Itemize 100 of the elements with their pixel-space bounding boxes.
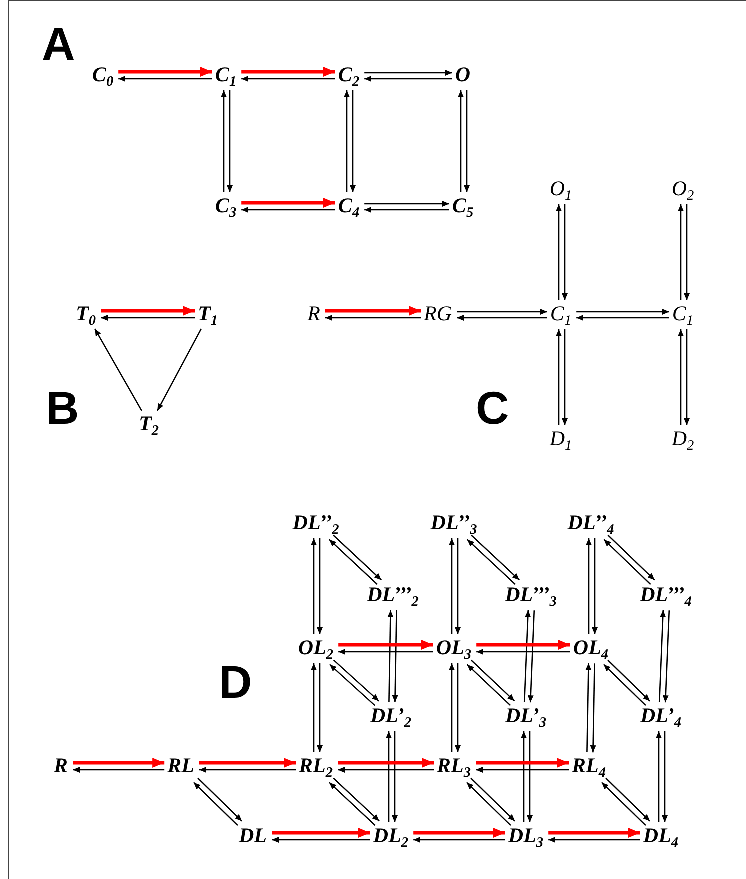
arrow bbox=[658, 610, 666, 702]
state-label: RG bbox=[423, 302, 453, 326]
state-label: DL$_{3}$ bbox=[507, 824, 545, 848]
arrow bbox=[586, 538, 592, 634]
arrow bbox=[562, 330, 568, 426]
state-label: DL’’’$_{3}$ bbox=[504, 584, 558, 606]
arrow bbox=[592, 538, 598, 634]
arrow bbox=[464, 90, 470, 192]
state-label: C$_{0}$ bbox=[91, 64, 115, 86]
arrow bbox=[524, 610, 532, 702]
state-label: DL$_{2}$ bbox=[372, 824, 410, 848]
arrow bbox=[157, 328, 202, 412]
arrow bbox=[455, 664, 461, 752]
arrow bbox=[548, 837, 640, 843]
panel-letter: A bbox=[42, 21, 76, 67]
arrow bbox=[364, 207, 450, 213]
state-label: DL’’$_{4}$ bbox=[566, 512, 616, 534]
panel-letter: C bbox=[476, 385, 510, 431]
arrow bbox=[449, 538, 455, 634]
state-label: C$_{1}$ bbox=[549, 302, 573, 326]
state-label: C$_{1}$ bbox=[671, 302, 695, 326]
arrow bbox=[656, 732, 662, 822]
arrow bbox=[476, 758, 569, 768]
arrow bbox=[73, 767, 165, 773]
arrow bbox=[678, 330, 684, 426]
arrow bbox=[118, 67, 212, 77]
arrow bbox=[458, 90, 464, 192]
arrow bbox=[338, 640, 434, 650]
arrow bbox=[521, 732, 527, 822]
arrow bbox=[338, 767, 434, 773]
arrow bbox=[199, 758, 296, 768]
arrow bbox=[476, 649, 570, 655]
state-label: DL’’$_{3}$ bbox=[430, 512, 478, 534]
arrow bbox=[662, 610, 670, 703]
arrow bbox=[199, 767, 296, 773]
arrow bbox=[386, 732, 392, 822]
arrow bbox=[476, 767, 569, 773]
arrow bbox=[392, 732, 398, 822]
arrow bbox=[562, 204, 568, 300]
state-label: C$_{4}$ bbox=[337, 194, 361, 218]
state-label: C$_{5}$ bbox=[451, 194, 475, 218]
arrow bbox=[590, 664, 596, 753]
state-label: RL$_{2}$ bbox=[298, 754, 334, 778]
arrow bbox=[227, 90, 233, 192]
arrow bbox=[344, 90, 350, 192]
state-label: T$_{1}$ bbox=[197, 302, 219, 326]
state-label: C$_{1}$ bbox=[214, 64, 238, 86]
state-label: DL’’’$_{2}$ bbox=[366, 584, 420, 606]
state-label: C$_{2}$ bbox=[337, 64, 361, 86]
arrow bbox=[392, 610, 398, 703]
state-label: D$_{2}$ bbox=[670, 428, 696, 450]
arrow bbox=[338, 649, 434, 655]
arrow bbox=[527, 732, 533, 822]
state-label: O$_{1}$ bbox=[548, 178, 574, 200]
state-label: OL$_{4}$ bbox=[572, 636, 610, 660]
state-label: DL’’$_{2}$ bbox=[292, 512, 340, 534]
arrow bbox=[662, 732, 668, 822]
state-label: O$_{2}$ bbox=[670, 178, 696, 200]
arrow bbox=[457, 315, 548, 321]
state-label: R bbox=[306, 302, 322, 326]
state-label: DL’’’$_{4}$ bbox=[639, 584, 693, 606]
arrow bbox=[364, 70, 452, 76]
arrow bbox=[325, 315, 421, 321]
state-label: DL’$_{4}$ bbox=[640, 704, 682, 728]
arrow bbox=[586, 663, 592, 752]
arrow bbox=[556, 330, 562, 426]
arrow bbox=[338, 758, 434, 768]
arrow bbox=[118, 76, 212, 82]
state-label: O bbox=[454, 64, 472, 86]
panel-letter: B bbox=[46, 385, 80, 431]
arrow bbox=[678, 204, 684, 300]
arrow bbox=[325, 306, 421, 316]
arrow bbox=[73, 758, 165, 768]
arrow bbox=[364, 76, 452, 82]
arrow bbox=[101, 306, 195, 316]
arrow bbox=[556, 204, 562, 300]
state-label: DL bbox=[238, 824, 268, 848]
arrow bbox=[388, 610, 394, 703]
state-label: DL’$_{2}$ bbox=[370, 704, 412, 728]
arrow bbox=[548, 828, 640, 838]
arrow bbox=[684, 330, 690, 426]
state-label: RL$_{3}$ bbox=[436, 754, 472, 778]
arrow bbox=[221, 90, 227, 192]
arrow bbox=[317, 538, 323, 634]
state-label: DL’$_{3}$ bbox=[504, 704, 548, 728]
state-label: T$_{0}$ bbox=[75, 302, 97, 326]
arrow bbox=[242, 67, 336, 77]
state-label: D$_{1}$ bbox=[548, 428, 574, 450]
arrow bbox=[317, 664, 323, 752]
state-label: R bbox=[53, 754, 69, 778]
arrow bbox=[94, 328, 142, 412]
state-label: OL$_{2}$ bbox=[297, 636, 335, 660]
arrow bbox=[528, 610, 536, 703]
arrow bbox=[414, 828, 506, 838]
arrow bbox=[242, 198, 336, 208]
arrow bbox=[576, 315, 670, 321]
arrow bbox=[311, 664, 317, 752]
state-label: T$_{2}$ bbox=[138, 412, 160, 436]
arrow bbox=[364, 201, 450, 207]
arrow bbox=[311, 538, 317, 634]
